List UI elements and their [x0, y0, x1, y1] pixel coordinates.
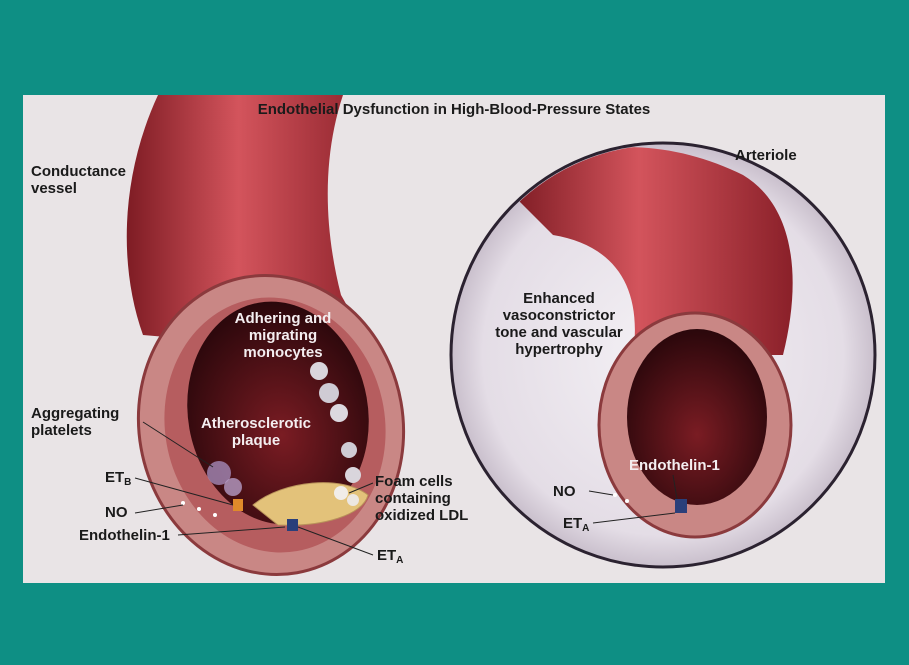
- conductance-vessel-label-line1: Conductance: [31, 163, 126, 180]
- monocyte-cell: [341, 442, 357, 458]
- eta-receptor-left: [287, 519, 298, 531]
- arteriole-label: Arteriole: [735, 147, 797, 164]
- platelets-label-line2: platelets: [31, 422, 119, 439]
- vasoconstrictor-label-line3: tone and vascular: [479, 324, 639, 341]
- foam-cells-label: Foam cells containing oxidized LDL: [375, 473, 468, 524]
- no-dot: [613, 493, 617, 497]
- plaque-label-line1: Atherosclerotic: [191, 415, 321, 432]
- foam-cells-label-line3: oxidized LDL: [375, 507, 468, 524]
- platelets-label-line1: Aggregating: [31, 405, 119, 422]
- eta-label-right-main: ET: [563, 515, 582, 532]
- no-dot: [213, 513, 217, 517]
- monocytes-label: Adhering and migrating monocytes: [203, 310, 363, 361]
- eta-label-left-subscript: A: [396, 555, 403, 566]
- monocyte-cell: [319, 383, 339, 403]
- monocytes-label-line2: migrating: [203, 327, 363, 344]
- monocyte-cell: [330, 404, 348, 422]
- etb-label: ETB: [105, 469, 131, 491]
- endothelin-label-right: Endothelin-1: [629, 457, 720, 474]
- foam-cells-label-line2: containing: [375, 490, 468, 507]
- foam-cells-label-line1: Foam cells: [375, 473, 468, 490]
- no-label-right: NO: [553, 483, 576, 500]
- no-dot: [181, 501, 185, 505]
- conductance-vessel-label: Conductance vessel: [31, 163, 126, 197]
- etb-label-main: ET: [105, 469, 124, 486]
- foam-cell: [334, 486, 348, 500]
- eta-label-right: ETA: [563, 515, 589, 537]
- eta-label-left: ETA: [377, 547, 403, 569]
- platelet-cluster: [224, 478, 242, 496]
- platelets-label: Aggregating platelets: [31, 405, 119, 439]
- eta-label-left-main: ET: [377, 547, 396, 564]
- monocyte-cell: [310, 362, 328, 380]
- monocytes-label-line3: monocytes: [203, 344, 363, 361]
- figure-title: Endothelial Dysfunction in High-Blood-Pr…: [23, 101, 885, 118]
- vasoconstrictor-label-line2: vasoconstrictor: [479, 307, 639, 324]
- foam-cell: [347, 494, 359, 506]
- endothelin-label-left: Endothelin-1: [79, 527, 170, 544]
- arteriole-lumen: [627, 329, 767, 505]
- eta-receptor-right: [675, 499, 687, 513]
- eta-label-right-subscript: A: [582, 523, 589, 534]
- vasoconstrictor-label: Enhanced vasoconstrictor tone and vascul…: [479, 290, 639, 358]
- no-label-left: NO: [105, 504, 128, 521]
- vasoconstrictor-label-line4: hypertrophy: [479, 341, 639, 358]
- etb-label-subscript: B: [124, 477, 131, 488]
- monocyte-cell: [345, 467, 361, 483]
- etb-receptor: [233, 499, 243, 511]
- no-dot: [625, 499, 629, 503]
- illustration-panel: Endothelial Dysfunction in High-Blood-Pr…: [23, 95, 885, 583]
- vasoconstrictor-label-line1: Enhanced: [479, 290, 639, 307]
- plaque-label-line2: plaque: [191, 432, 321, 449]
- monocytes-label-line1: Adhering and: [203, 310, 363, 327]
- no-dot: [197, 507, 201, 511]
- conductance-vessel-label-line2: vessel: [31, 180, 126, 197]
- plaque-label: Atherosclerotic plaque: [191, 415, 321, 449]
